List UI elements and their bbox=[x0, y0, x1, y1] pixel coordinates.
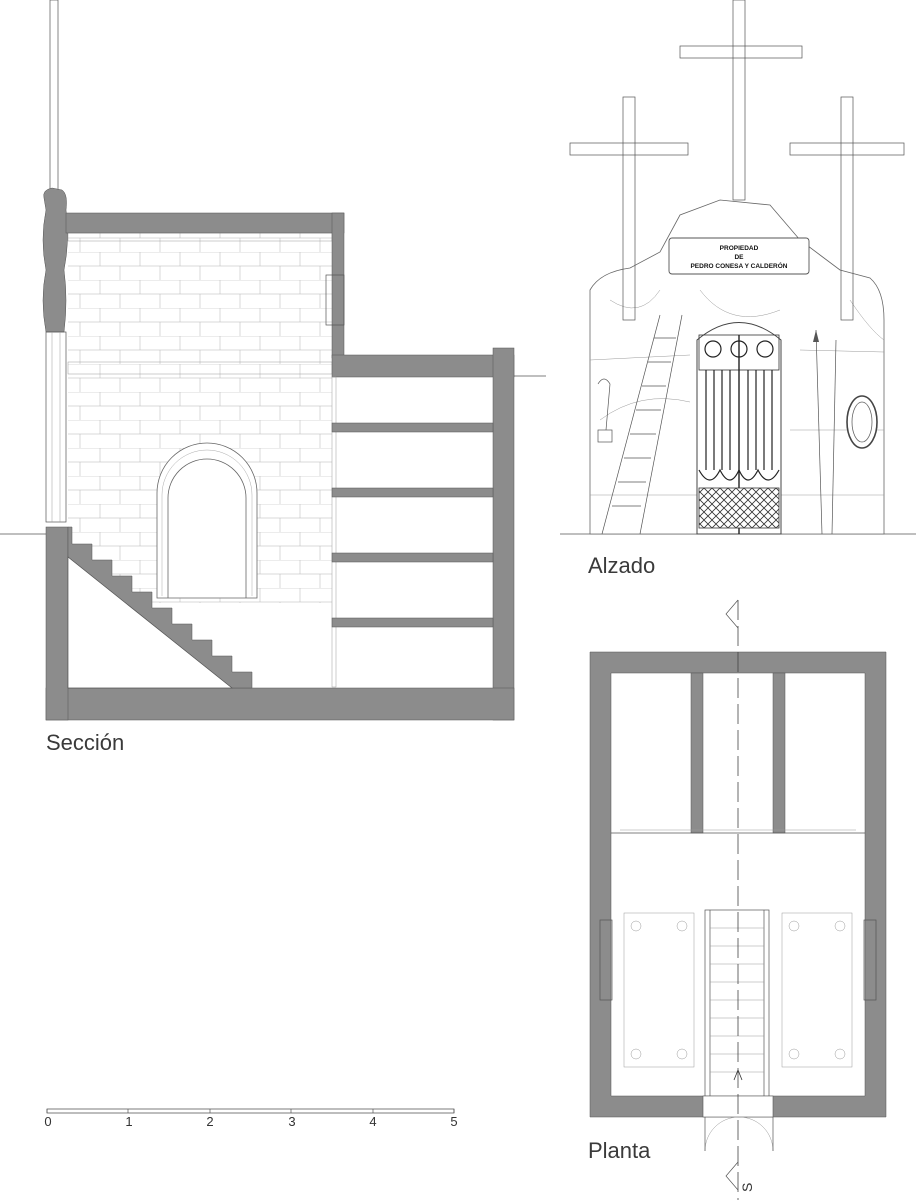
vault-top bbox=[331, 354, 515, 378]
niche-shelf-4 bbox=[331, 617, 494, 628]
floor-slab bbox=[45, 687, 515, 721]
ladder bbox=[601, 314, 683, 535]
spears bbox=[813, 329, 837, 535]
cross-right bbox=[789, 96, 905, 321]
section-cut-letter: S bbox=[739, 1183, 755, 1192]
scale-tick-2: 2 bbox=[206, 1114, 213, 1129]
niche-shelf-3 bbox=[331, 552, 494, 563]
elevation-view: PROPIEDAD DE PEDRO CONESA Y CALDERÓN bbox=[560, 0, 916, 578]
plan-label: Planta bbox=[588, 1138, 651, 1163]
scale-tick-4: 4 bbox=[369, 1114, 376, 1129]
cross-center bbox=[679, 0, 803, 201]
arched-niche bbox=[156, 442, 258, 599]
plan-tomb-right bbox=[781, 912, 853, 1068]
sign-line-2: DE bbox=[734, 254, 744, 261]
stairs bbox=[67, 526, 253, 689]
wreath bbox=[846, 395, 878, 449]
niche-shelf-2 bbox=[331, 487, 494, 498]
niche-shelf-1 bbox=[331, 422, 494, 433]
plan-view: S Planta bbox=[588, 599, 887, 1200]
rock-edge bbox=[42, 187, 68, 333]
roof-slab bbox=[65, 212, 345, 234]
scale-tick-3: 3 bbox=[288, 1114, 295, 1129]
vault-right-wall bbox=[492, 347, 515, 721]
scale-tick-1: 1 bbox=[125, 1114, 132, 1129]
hanging-bucket bbox=[597, 378, 613, 443]
section-label: Sección bbox=[46, 730, 124, 755]
scale-bar: 0 1 2 3 4 5 bbox=[44, 1108, 458, 1129]
plan-staircase bbox=[704, 909, 770, 1107]
flag-pole bbox=[49, 0, 59, 191]
elevation-label: Alzado bbox=[588, 553, 655, 578]
plan-niche-divider-right bbox=[772, 672, 786, 834]
sign-line-1: PROPIEDAD bbox=[720, 245, 759, 252]
section-view: Sección bbox=[0, 0, 546, 755]
scale-tick-5: 5 bbox=[450, 1114, 457, 1129]
plan-tomb-left bbox=[623, 912, 695, 1068]
cross-left bbox=[569, 96, 689, 321]
ownership-sign bbox=[668, 237, 810, 275]
gate-lattice bbox=[698, 487, 780, 529]
sign-line-3: PEDRO CONESA Y CALDERÓN bbox=[690, 261, 787, 270]
plan-niche-divider-left bbox=[690, 672, 704, 834]
scale-tick-0: 0 bbox=[44, 1114, 51, 1129]
